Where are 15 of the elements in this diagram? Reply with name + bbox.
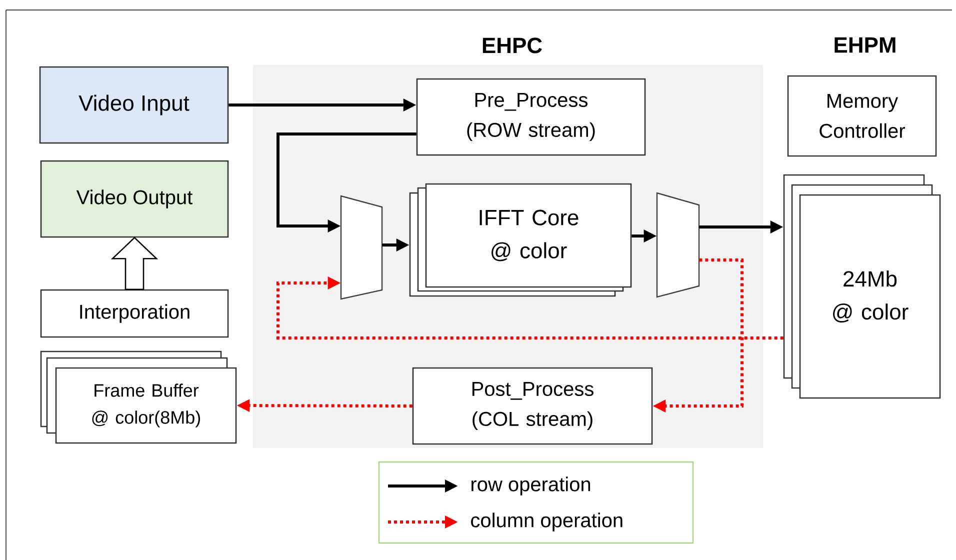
- controller-box: Memory Controller: [787, 75, 937, 157]
- legend-text: column operation: [471, 512, 622, 532]
- core-stack: IFFT Core @ color: [409, 183, 632, 297]
- process-box: Post_Process (COL stream): [412, 367, 653, 445]
- legend-text: row operation: [472, 476, 590, 496]
- process-box: Interporation: [40, 289, 229, 338]
- memory-stack: 24Mb @ color: [783, 174, 941, 399]
- input-box: Video Input: [39, 66, 229, 144]
- multiplexer: [340, 195, 383, 300]
- section-heading: EHPM: [834, 37, 896, 53]
- buffer-stack: Frame Buffer @ color(8Mb): [40, 350, 237, 444]
- process-box: Pre_Process (ROW stream): [416, 78, 646, 156]
- output-box: Video Output: [40, 160, 229, 238]
- hollow-arrow: [110, 236, 158, 290]
- arrow: [276, 276, 784, 340]
